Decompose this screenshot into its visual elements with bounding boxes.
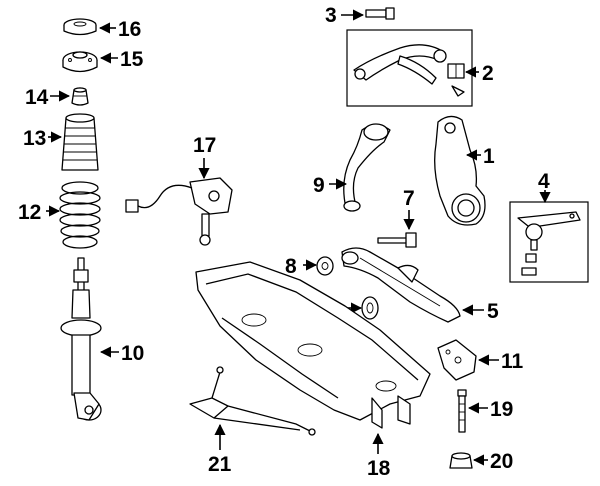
svg-text:3: 3: [325, 4, 337, 27]
svg-text:5: 5: [487, 300, 499, 323]
svg-text:2: 2: [482, 62, 494, 85]
callout-18: 18: [367, 432, 391, 480]
svg-text:21: 21: [208, 453, 232, 476]
callout-3: 3: [325, 4, 365, 27]
callout-17: 17: [193, 134, 216, 180]
callout-12: 12: [18, 201, 61, 224]
part-16-upper-insulator: [63, 18, 97, 36]
part-2-upper-control-arm: [346, 29, 473, 107]
svg-text:19: 19: [490, 398, 513, 421]
part-19-stud: [457, 389, 467, 433]
part-11-mount-bracket: [437, 339, 477, 381]
callout-19: 19: [467, 398, 513, 421]
svg-text:4: 4: [538, 170, 550, 193]
callout-20: 20: [472, 450, 513, 473]
callout-5: 5: [461, 300, 499, 323]
svg-text:11: 11: [501, 350, 524, 373]
part-14-bump-stop: [71, 87, 89, 106]
svg-text:8: 8: [285, 255, 297, 278]
svg-text:14: 14: [25, 86, 49, 109]
callout-13: 13: [23, 127, 63, 150]
svg-text:12: 12: [18, 201, 41, 224]
part-13-dust-boot: [61, 113, 99, 171]
part-8-bushing: [316, 256, 334, 276]
part-4-ball-joint: [509, 201, 589, 283]
callout-21: 21: [208, 423, 232, 476]
part-3-bolt: [365, 7, 395, 20]
part-18-subframe: [195, 261, 431, 429]
callout-2: 2: [464, 62, 494, 85]
part-9-bracket: [343, 123, 391, 212]
svg-text:15: 15: [120, 48, 144, 71]
svg-text:9: 9: [313, 174, 325, 197]
callout-7: 7: [403, 187, 415, 231]
part-20-nut: [449, 452, 473, 469]
callout-10: 10: [99, 342, 144, 365]
part-5-lower-control-arm: [341, 247, 461, 323]
callout-4: 4: [538, 170, 551, 204]
part-6-bushing: [361, 296, 379, 320]
part-17-height-sensor: [125, 177, 233, 246]
callout-16: 16: [98, 18, 141, 41]
part-7-bolt: [377, 232, 417, 248]
callout-15: 15: [99, 48, 144, 71]
part-12-coil-spring: [59, 181, 101, 249]
svg-text:20: 20: [490, 450, 513, 473]
callout-14: 14: [25, 86, 71, 109]
part-15-strut-mount: [62, 51, 98, 73]
part-10-shock-absorber: [60, 257, 102, 421]
svg-text:13: 13: [23, 127, 46, 150]
svg-text:7: 7: [403, 187, 415, 210]
callout-11: 11: [477, 350, 524, 373]
svg-text:18: 18: [367, 457, 391, 480]
callout-8: 8: [285, 255, 318, 278]
svg-text:1: 1: [483, 145, 495, 168]
svg-text:17: 17: [193, 134, 216, 157]
svg-text:10: 10: [121, 342, 144, 365]
callout-9: 9: [313, 174, 348, 197]
svg-text:16: 16: [118, 18, 141, 41]
part-21-trailing-link: [189, 366, 316, 436]
part-1-steering-knuckle: [434, 115, 486, 226]
callout-1: 1: [465, 145, 495, 168]
